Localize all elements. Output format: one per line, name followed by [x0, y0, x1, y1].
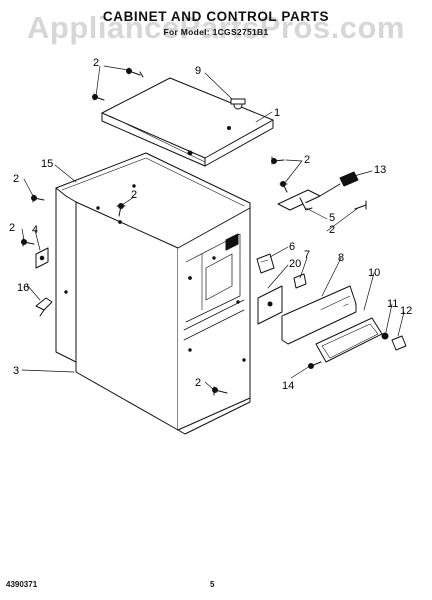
callout-2-left-upper: 2: [13, 173, 19, 185]
callout-15: 15: [41, 158, 53, 170]
document-number: 4390371: [6, 580, 38, 589]
callout-13: 13: [374, 164, 386, 176]
callout-8: 8: [338, 252, 344, 264]
model-subtitle: For Model: 1CGS2751B1: [163, 27, 269, 37]
diagram-title: CABINET AND CONTROL PARTS: [102, 9, 330, 24]
console-bracket-20: [257, 285, 283, 325]
cabinet-body: [55, 152, 251, 435]
callout-10: 10: [368, 267, 380, 279]
callout-16: 16: [17, 282, 29, 294]
switch-6: [256, 253, 275, 274]
watermark: AppliancePartsPros.com: [27, 10, 405, 45]
top-panel: [101, 77, 274, 167]
callout-12: 12: [400, 305, 412, 317]
hinge-bracket: [277, 171, 359, 211]
callout-2-bottom: 2: [195, 377, 201, 389]
callout-2-bracket: 2: [329, 224, 335, 236]
callout-2-right-top: 2: [304, 154, 310, 166]
callout-4: 4: [32, 224, 38, 236]
part-7: [293, 273, 307, 289]
cord-clip-16: [35, 297, 53, 317]
callout-20: 20: [289, 258, 301, 270]
leader-lines: [21, 65, 405, 391]
callout-6: 6: [289, 241, 295, 253]
callout-5: 5: [329, 212, 335, 224]
callout-2-mid: 2: [131, 189, 137, 201]
page-number: 5: [210, 580, 215, 589]
callout-7: 7: [304, 249, 310, 261]
callout-2-top: 2: [93, 57, 99, 69]
callout-11: 11: [387, 298, 398, 310]
bracket-4: [35, 247, 49, 269]
callout-1: 1: [274, 107, 280, 119]
callout-3: 3: [13, 365, 19, 377]
control-panel-8: [281, 285, 357, 345]
callout-labels: 1 2 2 2 2 2 2 2 3 4 5 6 7 8 9 10 11 12 1…: [9, 57, 412, 392]
callout-2-left-lower: 2: [9, 222, 15, 234]
callout-9: 9: [195, 65, 201, 77]
knob-11-12: [381, 332, 407, 351]
callout-14: 14: [282, 380, 294, 392]
overlay-10: [315, 317, 383, 363]
hole-plug: [230, 98, 246, 105]
